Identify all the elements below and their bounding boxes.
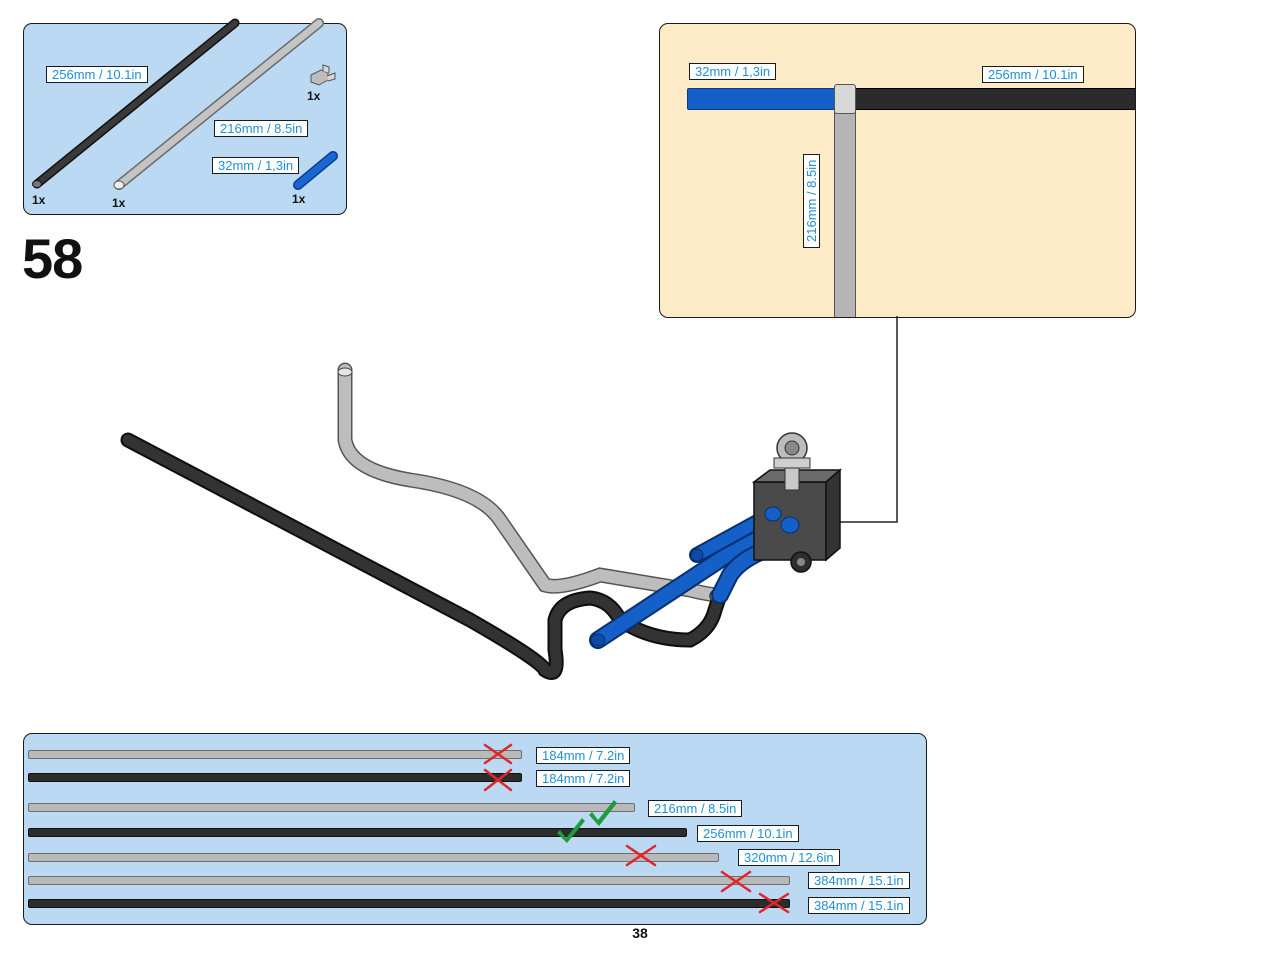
ref-label-216-grey: 216mm / 8.5in [648, 800, 743, 817]
ref-label-184-black: 184mm / 7.2in [536, 770, 631, 787]
detail-blue-label: 32mm / 1,3in [689, 63, 777, 80]
detail-black-label: 256mm / 10.1in [982, 66, 1084, 83]
ref-label-384-black: 384mm / 15.1in [808, 897, 910, 914]
ref-rod-384-grey [28, 876, 790, 885]
cross-mark-icon [483, 743, 513, 765]
ref-rod-320-grey [28, 853, 719, 862]
cross-mark-icon [758, 892, 790, 914]
cross-mark-icon [625, 844, 657, 867]
part-label-216: 216mm / 8.5in [214, 120, 309, 137]
ref-rod-184-grey [28, 750, 522, 759]
page-number: 38 [632, 925, 648, 941]
qty-grey-tube: 1x [112, 196, 126, 210]
detail-grey-tube [834, 104, 856, 317]
cross-mark-icon [483, 768, 513, 792]
step-number: 58 [22, 227, 83, 290]
detail-connector [834, 84, 856, 114]
check-mark-icon [557, 818, 585, 843]
part-label-32: 32mm / 1,3in [212, 157, 300, 174]
qty-black-tube: 1x [32, 193, 46, 207]
detail-black-tube [852, 88, 1135, 110]
ref-rod-384-black [28, 899, 790, 908]
assembly-block [751, 468, 843, 573]
ref-label-256-black: 256mm / 10.1in [697, 825, 799, 842]
part-label-256: 256mm / 10.1in [46, 66, 148, 83]
ref-rod-184-black [28, 773, 522, 782]
ref-rod-256-black [28, 828, 687, 837]
parts-panel [23, 23, 347, 215]
ref-label-184-grey: 184mm / 7.2in [536, 747, 631, 764]
assembly-axle [773, 432, 811, 491]
ref-label-320-grey: 320mm / 12.6in [738, 849, 840, 866]
ref-label-384-grey: 384mm / 15.1in [808, 872, 910, 889]
ref-rod-216-grey [28, 803, 635, 812]
qty-blue-tube: 1x [292, 192, 306, 206]
parts-drawing [32, 18, 338, 190]
qty-connector: 1x [307, 89, 321, 103]
check-mark-icon [589, 800, 617, 826]
t-connector-part [310, 64, 336, 86]
cross-mark-icon [720, 870, 752, 893]
